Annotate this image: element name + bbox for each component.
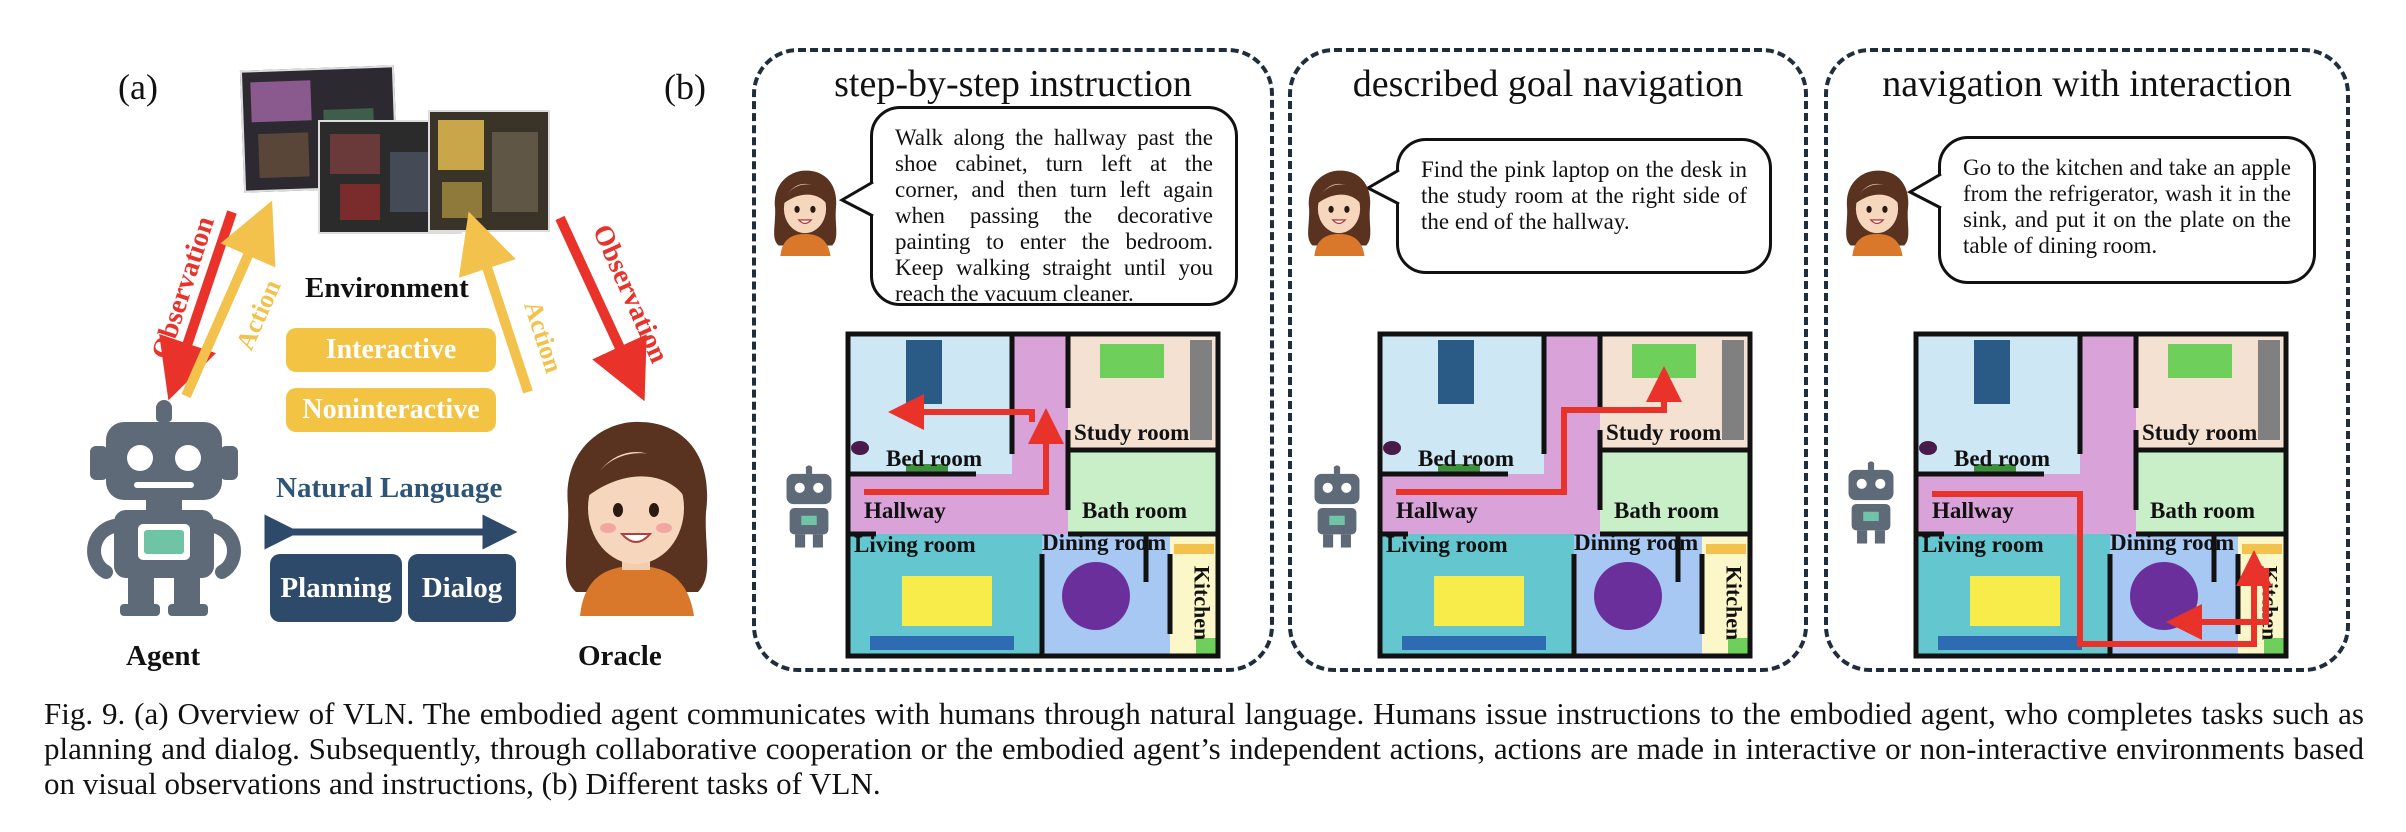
room-dining: Dining room <box>1042 530 1167 555</box>
agent-label: Agent <box>126 640 201 672</box>
task-title-3: navigation with interaction <box>1882 63 2292 105</box>
room-living: Living room <box>854 532 976 557</box>
agent-robot-small-3 <box>1848 461 1894 544</box>
noninteractive-chip: Noninteractive <box>286 388 496 432</box>
oracle-label: Oracle <box>578 640 662 672</box>
route-2 <box>1396 366 1682 495</box>
planning-chip: Planning <box>270 554 402 622</box>
room-bed: Bed room <box>1418 446 1515 471</box>
observation-arrow-right <box>555 215 647 402</box>
route-1 <box>864 394 1064 495</box>
instruction-bubble-1: Walk along the hallway past the shoe cab… <box>870 106 1238 306</box>
task-panel-navigation-interaction <box>1824 48 2350 672</box>
natural-language-label: Natural Language <box>276 472 503 504</box>
floor-plan-graphic-1 <box>845 331 1221 659</box>
floor-plan-3: Bed room Study room Hallway Bath room Li… <box>1913 331 2289 659</box>
agent-robot-small-2 <box>1314 465 1360 548</box>
oracle-avatar-small-2 <box>1308 170 1371 256</box>
instruction-bubble-2: Find the pink laptop on the desk in the … <box>1396 138 1772 274</box>
room-hallway: Hallway <box>1932 498 2014 523</box>
agent-robot-icon <box>87 400 241 616</box>
instruction-bubble-3: Go to the kitchen and take an apple from… <box>1938 136 2316 284</box>
dialog-chip: Dialog <box>408 554 516 622</box>
room-living: Living room <box>1386 532 1508 557</box>
room-bed: Bed room <box>1954 446 2051 471</box>
action-arrow-left <box>181 200 276 399</box>
bubble-tail-1 <box>838 180 874 218</box>
room-study: Study room <box>1606 420 1722 445</box>
route-3 <box>1932 491 2272 647</box>
agent-robot-small-1 <box>786 465 832 548</box>
room-bath: Bath room <box>1082 498 1187 523</box>
task-title-1: step-by-step instruction <box>834 63 1192 105</box>
oracle-avatar-icon <box>565 421 708 616</box>
room-study: Study room <box>2142 420 2258 445</box>
figure-caption: Fig. 9. (a) Overview of VLN. The embodie… <box>44 696 2364 801</box>
interactive-chip: Interactive <box>286 328 496 372</box>
room-bath: Bath room <box>2150 498 2255 523</box>
floor-plan-graphic-2 <box>1377 331 1753 659</box>
room-bed: Bed room <box>886 446 983 471</box>
room-hallway: Hallway <box>1396 498 1478 523</box>
room-dining: Dining room <box>1574 530 1699 555</box>
task-panel-described-goal <box>1288 48 1808 672</box>
task-title-2: described goal navigation <box>1352 63 1744 105</box>
room-study: Study room <box>1074 420 1190 445</box>
room-living: Living room <box>1922 532 2044 557</box>
environment-label: Environment <box>305 272 469 304</box>
floor-plan-2: Bed room Study room Hallway Bath room Li… <box>1377 331 1753 659</box>
panel-b-label: (b) <box>664 67 706 107</box>
action-arrow-right <box>458 211 533 394</box>
room-hallway: Hallway <box>864 498 946 523</box>
bubble-tail-2 <box>1364 168 1400 206</box>
floor-plan-1: Bed room Study room Hallway Bath room Li… <box>845 331 1221 659</box>
oracle-avatar-small-3 <box>1846 170 1909 256</box>
oracle-avatar-small-1 <box>774 170 837 256</box>
task-panel-step-by-step <box>752 48 1274 672</box>
room-dining: Dining room <box>2110 530 2235 555</box>
bubble-tail-3 <box>1906 172 1942 210</box>
panel-a-label: (a) <box>118 67 158 107</box>
room-bath: Bath room <box>1614 498 1719 523</box>
